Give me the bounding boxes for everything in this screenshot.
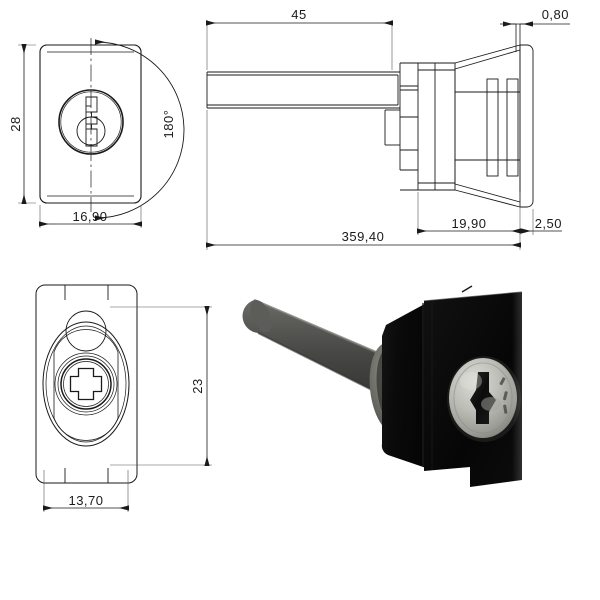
dimension-label-250: 2,50 [535,216,562,231]
rear-faceplate-outline [35,284,138,484]
phillips-cross-recess [69,367,103,401]
shaft-outline [206,71,400,109]
dimension-label-23: 23 [190,378,205,393]
photo-lock-housing [381,300,432,470]
rotation-arc-180 [94,39,185,221]
cam-step-outline [384,63,418,170]
dimension-label-28: 28 [8,116,23,131]
view-rear-bottom-left: 23 13,70 [35,284,212,512]
photo-keyhole [470,372,496,424]
photo-edge-fade [512,285,548,495]
flange-thickness-lines [515,24,521,52]
rosette-oval-inner [45,325,127,443]
dimension-label-45: 45 [291,7,306,22]
dimension-label-1370: 13,70 [68,493,103,508]
photo-shaft [242,298,393,401]
view-front-top-left: 28 16,90 180° [8,38,185,228]
dimension-label-1990: 19,90 [451,216,486,231]
view-side-section-top-right: 45 0,80 19,90 2,50 [206,7,570,250]
dimension-length-45: 45 [206,7,393,70]
dimension-label-35940: 359,40 [342,229,385,244]
dimension-label-180deg: 180° [161,110,176,139]
mounting-tabs [64,285,109,483]
dimension-height-23: 23 [110,306,212,466]
screw-head-circle [60,358,112,410]
dimension-overall-35940: 359,40 [206,110,521,250]
faceplate-outline [39,44,142,204]
corner-arc-bl [39,195,48,204]
dimension-width-1690: 16,90 [39,205,142,228]
photo-key-cylinder [447,356,521,442]
photo-cylinder-brand-marks [499,377,508,414]
rosette-oval-outer [42,321,130,447]
dimension-width-1370: 13,70 [43,470,129,512]
view-product-photo-bottom-right [242,285,548,495]
dimension-height-28: 28 [8,44,36,204]
dimension-thickness-250: 2,50 [521,209,562,235]
screw-ring-1 [54,352,118,416]
bezel-plate-outline [519,44,534,208]
dimension-label-1690: 16,90 [72,209,107,224]
photo-top-wire-detail [461,285,473,293]
boss-circle [65,310,107,352]
dimension-thickness-080: 0,80 [500,7,570,27]
corner-arc-tr [133,44,142,53]
screw-ring-2 [57,355,115,413]
cam-body-outline [53,329,119,441]
dimension-length-1990: 19,90 [417,192,521,235]
keyway-profile [85,96,98,147]
corner-arc-br [133,195,142,204]
lock-body-outline [400,62,456,191]
internal-ribs [455,78,520,177]
corner-arc-tl [39,44,48,53]
screw-ring-3 [63,361,109,407]
flange-taper-outline [454,44,521,208]
dimension-label-080: 0,80 [542,7,569,22]
